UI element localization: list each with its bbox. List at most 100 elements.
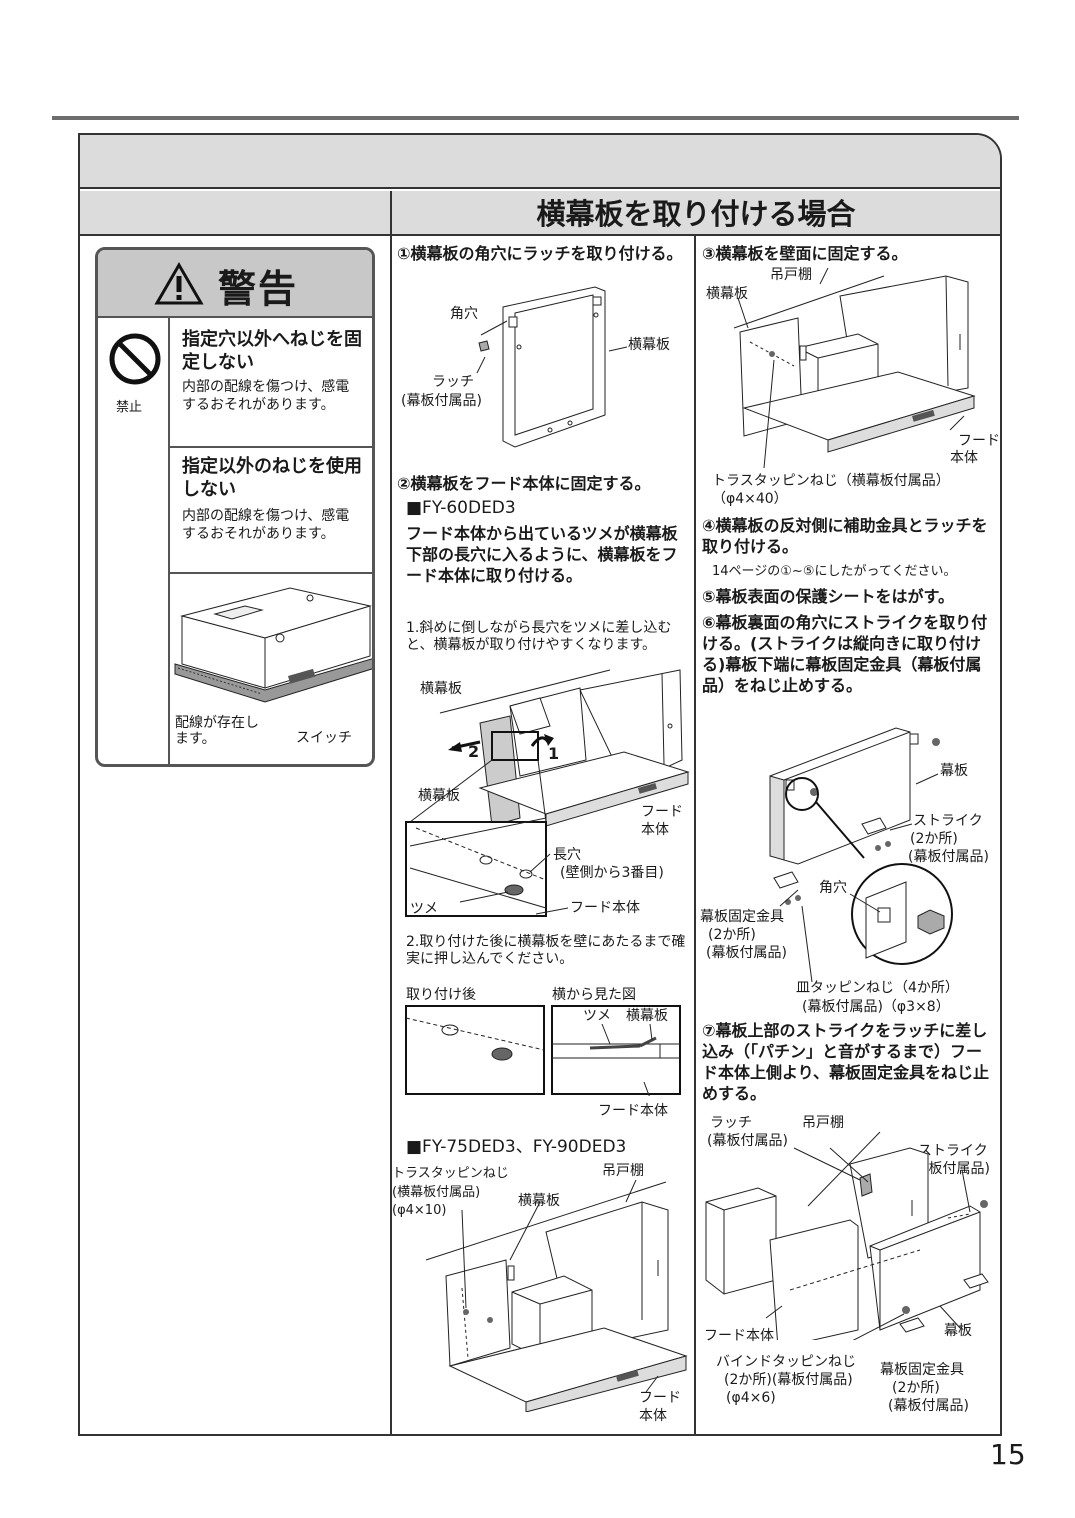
prohibited-label: 禁止	[116, 400, 143, 415]
hood-body-label: フード本体	[570, 900, 640, 916]
latch-note: (幕板付属品)	[401, 393, 482, 409]
fig6-screw-label: バインドタッピンねじ	[716, 1354, 856, 1370]
fig5-strike-note: (幕板付属品)	[908, 849, 989, 865]
fig5-strike-qty: (2か所)	[910, 831, 958, 847]
wall-fix-figure	[698, 268, 998, 473]
step-1-text: ①横幕板の角穴にラッチを取り付ける。	[397, 244, 683, 263]
page-number: 15	[990, 1438, 1026, 1471]
wiring-label-text: 配線が存在します。	[175, 715, 259, 747]
fig2-panel-label-2: 横幕板	[418, 788, 460, 804]
panel-latch-figure	[395, 285, 693, 460]
warning-header	[98, 250, 372, 318]
fig2-hood-label-2: 本体	[641, 822, 669, 838]
model-fy60-heading: ■FY-60DED3	[406, 498, 516, 518]
slot-label: 長穴	[553, 847, 581, 863]
fig3-cabinet-label: 吊戸棚	[602, 1163, 644, 1179]
step-4-note: 14ページの①~⑤にしたがってください。	[712, 564, 957, 579]
fig6-bracket-qty: (2か所)	[892, 1380, 940, 1396]
warning-item-2-heading: 指定以外のねじを使用しない	[182, 456, 362, 500]
square-hole-label: 角穴	[450, 306, 478, 322]
fig5-bracket-qty: (2か所)	[708, 927, 756, 943]
fy75-install-figure	[396, 1180, 692, 1412]
strike-bracket-figure	[700, 720, 1000, 988]
note-2: 2.取り付けた後に横幕板を壁にあたるまで確実に押し込んでください。	[406, 934, 686, 967]
warning-triangle-icon	[154, 262, 204, 306]
step-5-text: ⑤幕板表面の保護シートをはがす。	[702, 587, 954, 606]
fig2-panel-label: 横幕板	[420, 681, 462, 697]
fig5-hole-label: 角穴	[819, 880, 847, 896]
fig6-latch-label: ラッチ	[710, 1115, 752, 1131]
model-fy60-instruction: フード本体から出ているツメが横幕板下部の長穴に入るように、横幕板をフード本体に取…	[406, 524, 678, 585]
fig6-latch-note: (幕板付属品)	[707, 1133, 788, 1149]
fig6-hood-label: フード本体	[704, 1328, 774, 1344]
fig3-screw-label: トラスタッピンねじ	[392, 1166, 509, 1181]
fig6-bracket-note: (幕板付属品)	[888, 1398, 969, 1414]
fig6-strike-note: (幕板付属品)	[909, 1161, 990, 1177]
fig5-screw-label: 皿タッピンねじ（4か所）	[796, 980, 959, 996]
side-view-label: 横から見た図	[552, 987, 636, 1003]
wiring-label: 配線が存在します。	[175, 715, 270, 747]
warning-item-1-detail: 内部の配線を傷つけ、感電するおそれがあります。	[182, 379, 350, 413]
hood-wiring-illustration	[170, 576, 372, 711]
warning-title: 警告	[218, 267, 299, 311]
fig5-bracket-note: (幕板付属品)	[706, 945, 787, 961]
fig2-hood-label-1: フード	[641, 804, 683, 820]
fig3-hood-label-2: 本体	[639, 1408, 667, 1424]
side-panel-label-2: 横幕板	[626, 1008, 668, 1024]
after-install-label: 取り付け後	[406, 987, 476, 1003]
content-frame	[78, 133, 1002, 1436]
arrow-1-label: 1	[548, 744, 560, 763]
column-divider-right	[694, 236, 696, 1435]
side-hood-label: フード本体	[598, 1103, 668, 1119]
latch-label: ラッチ	[432, 374, 474, 390]
warning-column-line	[168, 318, 170, 764]
prohibited-icon	[108, 332, 162, 386]
step-7-text: ⑦幕板上部のストライクをラッチに差し込み（「パチン」と音がするまで）フード本体上…	[702, 1021, 990, 1103]
fig4-panel-label: 横幕板	[706, 286, 748, 302]
fig5-screw-note: (幕板付属品)（φ3×8）	[802, 999, 950, 1015]
fig4-hood-label-1: フード	[958, 433, 1000, 449]
warning-separator	[168, 572, 372, 574]
side-tab-label: ツメ	[583, 1008, 611, 1024]
step-4-text: ④横幕板の反対側に補助金具とラッチを取り付ける。	[702, 516, 988, 556]
fig6-strike-label: ストライク	[918, 1143, 988, 1159]
column-divider-left	[390, 191, 392, 1435]
step-3-text: ③横幕板を壁面に固定する。	[702, 244, 908, 263]
warning-item-1-heading: 指定穴以外へねじを固定しない	[182, 329, 362, 373]
section-title: 横幕板を取り付ける場合	[536, 197, 856, 231]
fig6-screw-size: (φ4×6)	[726, 1390, 776, 1406]
fig6-panel-label: 幕板	[944, 1323, 972, 1339]
fig6-bracket-label: 幕板固定金具	[880, 1362, 964, 1378]
fig5-panel-label: 幕板	[940, 763, 968, 779]
step-2-text: ②横幕板をフード本体に固定する。	[397, 474, 651, 493]
after-install-figures	[404, 1004, 684, 1096]
warning-item-2-detail: 内部の配線を傷つけ、感電するおそれがあります。	[182, 508, 350, 542]
fig5-bracket-label: 幕板固定金具	[700, 909, 784, 925]
fig6-cabinet-label: 吊戸棚	[802, 1115, 844, 1131]
warning-box: 警告 禁止 指定穴以外へねじを固定しない 内部の配線を傷つけ、感電するおそれがあ…	[95, 247, 375, 767]
fig4-hood-label-2: 本体	[950, 450, 978, 466]
model-fy75-fy90-heading: ■FY-75DED3、FY-90DED3	[406, 1137, 627, 1157]
fig3-screw-size: (φ4×10)	[392, 1203, 447, 1218]
fig3-panel-label: 横幕板	[518, 1193, 560, 1209]
left-column-blank	[80, 800, 390, 1434]
fig3-screw-note: (横幕板付属品)	[392, 1185, 481, 1200]
step-6-text: ⑥幕板裏面の角穴にストライクを取り付ける。(ストライクは縦向きに取り付ける)幕板…	[702, 613, 988, 695]
fig3-hood-label-1: フード	[639, 1390, 681, 1406]
top-rule	[52, 116, 1019, 120]
slot-note: (壁側から3番目)	[560, 865, 664, 881]
tab-label: ツメ	[410, 901, 438, 917]
side-panel-label: 横幕板	[628, 337, 670, 353]
fig4-cabinet-label: 吊戸棚	[770, 267, 812, 283]
strike-latch-figure	[700, 1130, 1000, 1340]
fig4-screw-label: トラスタッピンねじ（横幕板付属品）	[712, 473, 950, 489]
section-header-band	[80, 191, 1000, 236]
fig4-screw-size: （φ4×40）	[712, 491, 788, 507]
warning-separator	[168, 446, 372, 448]
fig5-strike-label: ストライク	[913, 813, 983, 829]
fy60-install-figure	[400, 668, 692, 930]
header-band	[80, 135, 1000, 189]
arrow-2-label: 2	[468, 742, 480, 761]
switch-label: スイッチ	[296, 730, 352, 746]
fig6-screw-note: (2か所)(幕板付属品)	[724, 1372, 853, 1388]
